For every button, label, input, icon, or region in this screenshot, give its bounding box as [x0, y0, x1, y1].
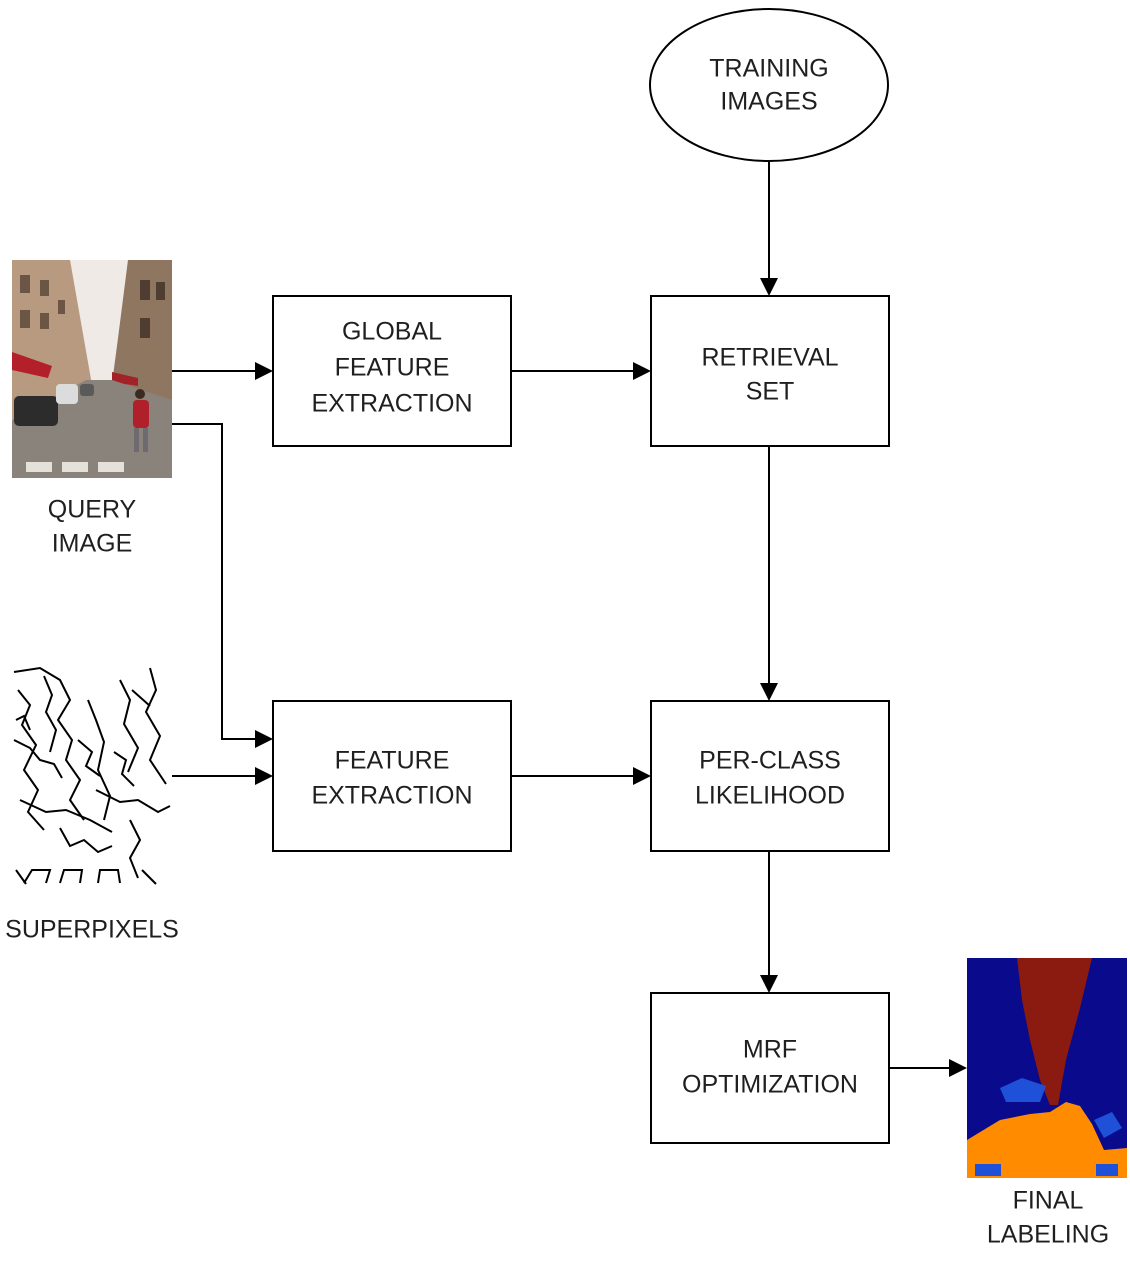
svg-text:FEATURE: FEATURE: [335, 354, 450, 382]
edge-query-to-global: [172, 362, 273, 380]
svg-text:IMAGES: IMAGES: [720, 88, 817, 116]
edge-feature-to-likelihood: [511, 767, 651, 785]
final-labeling-caption-line1: FINAL: [1013, 1187, 1084, 1215]
svg-text:MRF: MRF: [743, 1036, 797, 1064]
svg-text:SET: SET: [746, 378, 795, 406]
edge-global-to-retrieval: [511, 362, 651, 380]
edge-mrf-to-final: [889, 1059, 967, 1077]
query-image: [12, 260, 172, 478]
svg-text:EXTRACTION: EXTRACTION: [311, 390, 472, 418]
node-retrieval-set: RETRIEVAL SET: [650, 295, 890, 447]
node-training-images: TRAINING IMAGES: [649, 8, 889, 162]
edge-query-to-feature: [172, 423, 273, 748]
query-image-caption-line1: QUERY: [48, 496, 137, 524]
query-image-caption-line2: IMAGE: [52, 530, 133, 558]
svg-text:LIKELIHOOD: LIKELIHOOD: [695, 782, 845, 810]
final-labeling-caption-line2: LABELING: [987, 1221, 1109, 1249]
node-global-feature-extraction: GLOBAL FEATURE EXTRACTION: [272, 295, 512, 447]
final-labeling-image: [967, 958, 1127, 1178]
edge-likelihood-to-mrf: [760, 851, 778, 993]
svg-text:EXTRACTION: EXTRACTION: [311, 782, 472, 810]
svg-text:PER-CLASS: PER-CLASS: [699, 747, 841, 775]
superpixels-caption: SUPERPIXELS: [5, 916, 179, 944]
svg-text:OPTIMIZATION: OPTIMIZATION: [682, 1071, 858, 1099]
superpixels-image: [12, 665, 172, 885]
node-feature-extraction: FEATURE EXTRACTION: [272, 700, 512, 852]
svg-text:FEATURE: FEATURE: [335, 747, 450, 775]
svg-text:GLOBAL: GLOBAL: [342, 318, 442, 346]
node-per-class-likelihood: PER-CLASS LIKELIHOOD: [650, 700, 890, 852]
edge-retrieval-to-likelihood: [760, 446, 778, 701]
svg-text:RETRIEVAL: RETRIEVAL: [701, 344, 838, 372]
edge-superpixels-to-feature: [172, 767, 273, 785]
node-mrf-optimization: MRF OPTIMIZATION: [650, 992, 890, 1144]
edge-training-to-retrieval: [760, 161, 778, 296]
svg-text:TRAINING: TRAINING: [709, 55, 828, 83]
